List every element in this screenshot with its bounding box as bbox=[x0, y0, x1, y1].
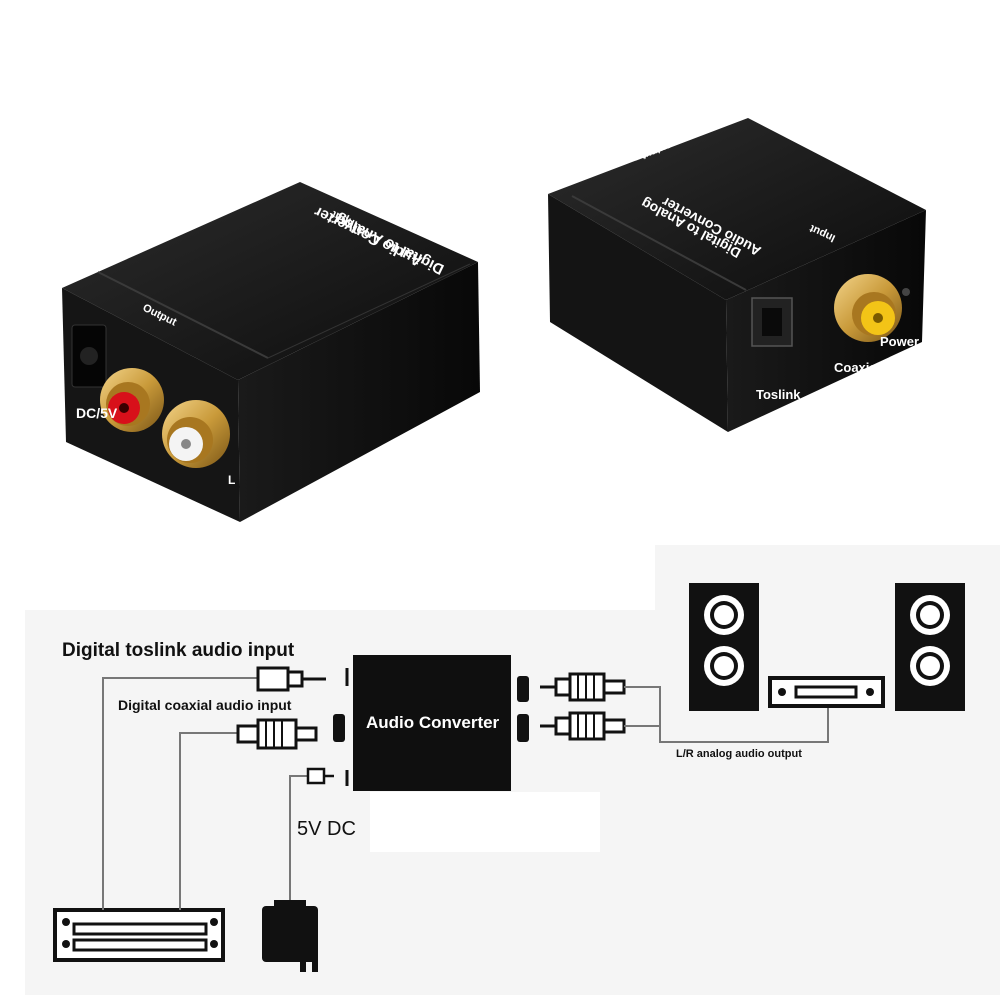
coaxial-input-label: Digital coaxial audio input bbox=[118, 697, 292, 713]
toslink-port bbox=[751, 297, 793, 347]
toslink-cable bbox=[102, 677, 258, 910]
box-top-face bbox=[548, 118, 926, 300]
box-seam bbox=[97, 271, 269, 359]
photo-right-coaxial-label: Coaxial bbox=[834, 360, 880, 375]
box-front-face bbox=[726, 210, 926, 432]
coaxial-cable bbox=[179, 732, 238, 910]
converter-photo-output-side: Input Digital to Analog Audio Converter … bbox=[62, 182, 480, 522]
box-seam bbox=[267, 263, 471, 359]
coaxial-rca-jack bbox=[834, 274, 902, 342]
right-speaker-icon bbox=[895, 583, 965, 711]
rca-white-jack bbox=[162, 400, 230, 468]
rca-red-jack bbox=[100, 368, 164, 432]
converter-box-icon bbox=[333, 655, 529, 791]
dc-jack-hole bbox=[80, 347, 98, 365]
left-speaker-icon bbox=[689, 583, 759, 711]
converter-box-label: Audio Converter bbox=[366, 713, 500, 732]
analog-output-label: L/R analog audio output bbox=[676, 748, 802, 760]
power-adapter-icon bbox=[262, 900, 318, 972]
power-led bbox=[902, 288, 910, 296]
toslink-input-label: Digital toslink audio input bbox=[62, 640, 295, 661]
analog-output-rca-connector-icon bbox=[540, 672, 626, 702]
photo-left-l-label: L bbox=[228, 473, 235, 487]
dc-power-label: 5V DC bbox=[297, 818, 356, 840]
box-top-face bbox=[62, 182, 478, 380]
connection-diagram bbox=[25, 545, 1000, 995]
photo-right-power-label: Power bbox=[880, 334, 919, 349]
box-right-face bbox=[238, 262, 480, 522]
box-seam bbox=[571, 195, 747, 291]
source-device-icon bbox=[53, 908, 225, 962]
converter-photo-input-side: output Digital to Analog Audio Converter… bbox=[548, 118, 926, 432]
photo-right-toslink-label: Toslink bbox=[756, 387, 801, 402]
coaxial-rca-connector-icon bbox=[236, 718, 318, 750]
box-left-face bbox=[548, 194, 728, 432]
amplifier-icon bbox=[768, 676, 885, 708]
analog-output-cable bbox=[624, 686, 829, 743]
analog-output-rca-connector-icon bbox=[540, 711, 626, 741]
dc-plug-icon bbox=[306, 767, 334, 785]
diagram-backdrop-cutout bbox=[370, 792, 600, 852]
photo-left-dc-label: DC/5V bbox=[76, 405, 118, 421]
toslink-connector-icon bbox=[256, 666, 326, 692]
toslink-port-inner bbox=[762, 308, 782, 336]
